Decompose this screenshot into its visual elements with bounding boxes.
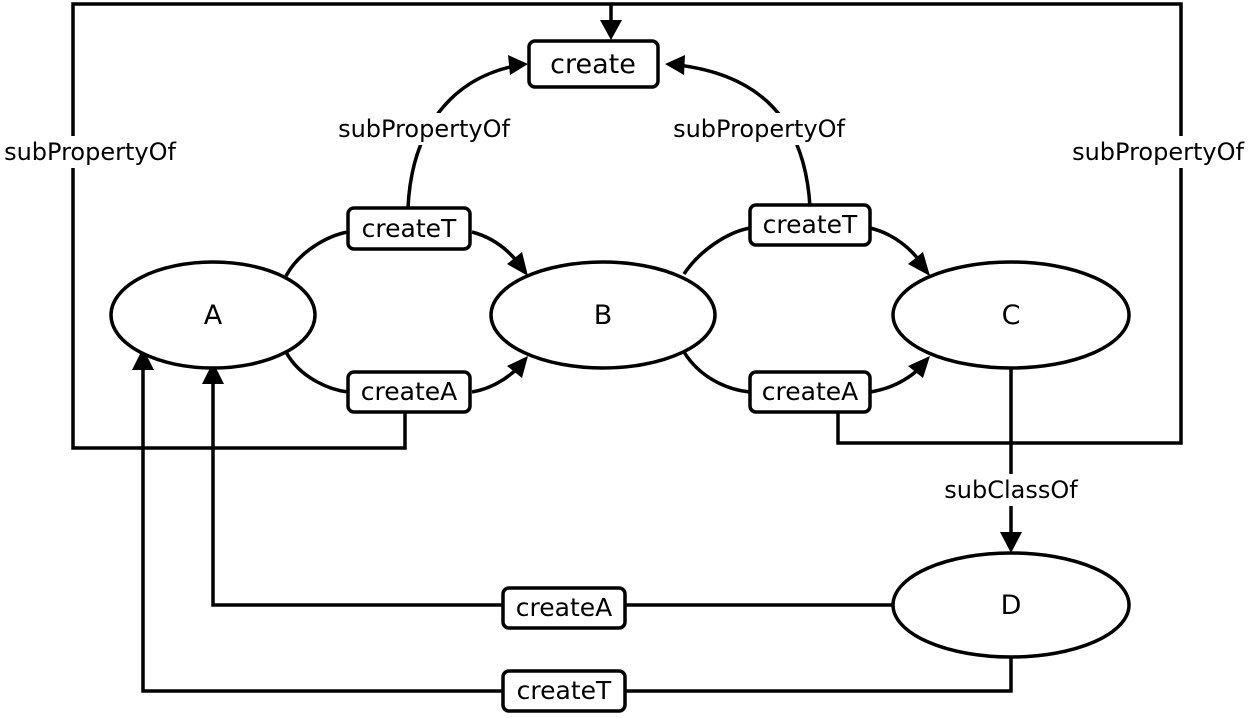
outer-left-label-bg: [2, 136, 178, 168]
create-label: create: [550, 49, 636, 80]
b-c-createT-label: createT: [763, 210, 858, 239]
inner-right-label-bg: [672, 113, 848, 145]
outer-right-subpropertyof-label: subPropertyOf: [1072, 138, 1244, 166]
a-b-createT-arrowhead: [507, 252, 528, 276]
node-d-label: D: [1001, 590, 1022, 621]
b-c-createA-box: createA: [748, 370, 872, 414]
inner-left-arrowhead: [508, 55, 528, 75]
a-b-createA-label: createA: [361, 377, 457, 406]
b-c-createA-edge: [682, 351, 751, 394]
outer-subpropertyof-arrowhead: [600, 20, 622, 40]
outer-right-label-bg: [1070, 136, 1246, 168]
inner-left-label-bg: [336, 113, 512, 145]
node-a-label: A: [204, 300, 223, 331]
a-b-createT-box: createT: [346, 206, 472, 251]
a-b-createA-arrowhead: [507, 356, 528, 378]
a-b-createA-edge: [284, 351, 349, 394]
inner-left-subpropertyof-edge: [406, 63, 521, 209]
c-d-subclassof-arrowhead: [1000, 532, 1022, 553]
d-a-createA-label: createA: [516, 593, 612, 622]
d-a-createT-edge: [141, 368, 1013, 693]
outer-right-subpropertyof-edge: [611, 2, 1183, 445]
d-a-createT-arrowhead: [132, 348, 154, 370]
inner-right-arrowhead: [665, 55, 685, 75]
b-c-createT-edge: [682, 226, 751, 275]
b-c-createA-label: createA: [762, 377, 858, 406]
b-c-createT-edge-2: [869, 226, 924, 266]
d-a-createA-box: createA: [501, 586, 627, 630]
node-b-label: B: [594, 300, 613, 331]
create-box: create: [527, 39, 660, 89]
d-a-createA-edge: [211, 382, 893, 607]
node-a: A: [109, 260, 317, 370]
d-a-createT-label: createT: [517, 676, 612, 705]
inner-left-subpropertyof-label: subPropertyOf: [338, 115, 510, 143]
c-d-label-bg: [933, 474, 1089, 506]
a-b-createT-edge: [284, 230, 349, 277]
b-c-createA-arrowhead: [908, 356, 930, 378]
d-a-createA-arrowhead: [202, 362, 224, 384]
node-b: B: [489, 260, 717, 370]
inner-right-subpropertyof-edge: [677, 63, 812, 208]
outer-left-subpropertyof-edge: [71, 2, 613, 450]
outer-left-subpropertyof-label: subPropertyOf: [4, 138, 176, 166]
inner-right-subpropertyof-label: subPropertyOf: [673, 115, 845, 143]
a-b-createT-label: createT: [362, 214, 457, 243]
a-b-createA-box: createA: [346, 370, 472, 414]
c-d-subclassof-label: subClassOf: [944, 476, 1078, 504]
b-c-createT-arrowhead: [908, 252, 930, 276]
d-a-createT-box: createT: [501, 669, 627, 713]
node-d: D: [891, 551, 1131, 659]
node-c-label: C: [1002, 300, 1021, 331]
b-c-createT-box: createT: [748, 203, 872, 247]
node-c: C: [891, 260, 1131, 370]
